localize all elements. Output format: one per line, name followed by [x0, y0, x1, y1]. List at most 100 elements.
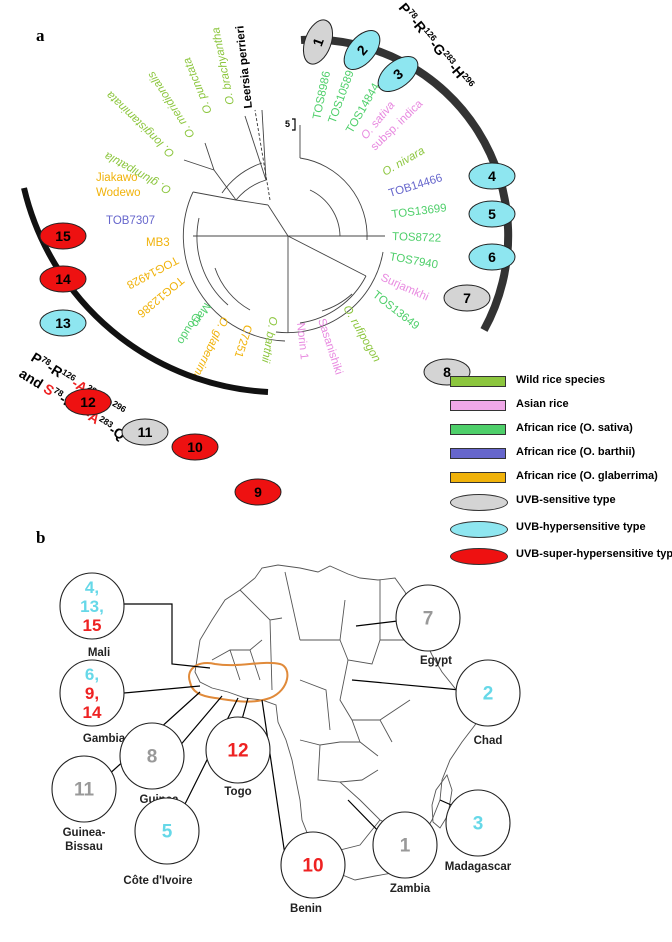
uvb-oval-number: 8	[443, 364, 451, 380]
leaf-label: TOS7940	[388, 251, 438, 271]
map-circles: 4,13,15Mali6,9,14Gambia11Guinea-Bissau8G…	[51, 572, 521, 915]
uvb-oval: 5	[468, 200, 516, 228]
leersia-dashed-branch	[254, 109, 271, 201]
uvb-oval-number: 11	[138, 424, 153, 440]
scale-bar: 5	[285, 118, 296, 131]
uvb-oval-number: 12	[80, 394, 96, 410]
legend: Wild rice species Asian rice African ric…	[450, 372, 672, 573]
uvb-oval-number: 10	[187, 439, 203, 455]
uvb-oval: 9	[234, 478, 282, 506]
uvb-oval: 11	[121, 418, 169, 446]
legend-swatch	[450, 376, 506, 387]
legend-label: African rice (O. glaberrima)	[516, 470, 658, 482]
legend-label: African rice (O. barthii)	[516, 446, 636, 458]
uvb-oval: 4	[468, 162, 516, 190]
legend-oval	[450, 521, 508, 538]
africa-map	[194, 564, 489, 881]
map-circle-number: 3	[473, 814, 484, 835]
leaf-label: O. brachyantha	[210, 26, 237, 105]
country-label: Gambia	[83, 733, 126, 745]
uvb-oval: 14	[39, 265, 87, 293]
legend-item: UVB-super-hypersensitive type	[450, 546, 672, 573]
legend-item: Asian rice	[450, 396, 672, 420]
uvb-oval-number: 4	[488, 168, 496, 184]
country-label: Zambia	[390, 883, 431, 895]
map-circle-number: 12	[227, 741, 248, 762]
uvb-oval-number: 9	[254, 484, 262, 500]
map-circle-number: 4,	[85, 578, 99, 597]
leaf-label: TOB7307	[106, 215, 155, 227]
legend-item: Wild rice species	[450, 372, 672, 396]
uvb-oval: 6	[468, 243, 516, 271]
map-circle-number: 15	[83, 616, 102, 635]
leaf-label: Sasanishiki	[315, 317, 344, 376]
uvb-oval-number: 7	[463, 290, 471, 306]
uvb-oval-number: 5	[488, 206, 496, 222]
legend-item: UVB-sensitive type	[450, 492, 672, 519]
leaf-label: O. nivara	[381, 145, 427, 179]
leaf-label: TOS8722	[392, 231, 441, 245]
uvb-oval: 3	[377, 56, 419, 92]
country-label: Mali	[88, 647, 110, 659]
leaf-label: C7251	[232, 323, 254, 359]
uvb-oval: 10	[171, 433, 219, 461]
legend-swatch	[450, 448, 506, 459]
map-circle-number: 5	[162, 822, 173, 843]
map-circle-number: 1	[400, 836, 411, 857]
west-africa-highlight	[188, 661, 289, 703]
country-label: Madagascar	[445, 861, 512, 873]
legend-label: UVB-sensitive type	[516, 494, 616, 506]
legend-label: Asian rice	[516, 398, 569, 410]
uvb-oval-number: 15	[55, 228, 71, 244]
legend-swatch	[450, 400, 506, 411]
map-circle-number: 6,	[85, 665, 99, 684]
uvb-oval: 12	[64, 388, 112, 416]
legend-item: African rice (O. glaberrima)	[450, 468, 672, 492]
country-label: Guinea-	[63, 827, 106, 839]
map-circle-number: 9,	[85, 684, 99, 703]
panel-label-a: a	[36, 26, 45, 45]
leaf-label: O. barthii	[259, 315, 279, 363]
leaf-label: O. punctata	[181, 56, 214, 116]
map-circle-number: 14	[83, 703, 102, 722]
legend-label: UVB-hypersensitive type	[516, 521, 646, 533]
leaf-label: TOB14466	[387, 172, 444, 200]
legend-label: African rice (O. sativa)	[516, 422, 633, 434]
panel-label-b: b	[36, 528, 46, 547]
map-circle: 8Guinea	[119, 722, 185, 806]
legend-oval	[450, 548, 508, 565]
uvb-oval: 15	[39, 222, 87, 250]
leaf-label: Norin 1	[294, 322, 310, 360]
legend-label: Wild rice species	[516, 374, 606, 386]
scale-bar-label: 5	[285, 119, 290, 129]
country-label: Bissau	[65, 841, 103, 853]
uvb-oval-number: 6	[488, 249, 496, 265]
leaf-label: TOS13699	[391, 202, 447, 221]
uvb-oval: 2	[343, 29, 381, 71]
country-label: Chad	[474, 735, 503, 747]
group-arc-pr-aq	[21, 187, 269, 395]
leaf-label: O. rufipogon	[340, 304, 382, 365]
legend-swatch	[450, 424, 506, 435]
legend-swatch	[450, 472, 506, 483]
madagascar-outline	[431, 774, 453, 829]
map-circle-number: 8	[147, 747, 158, 768]
leaf-label: Leersia perrieri	[234, 25, 255, 109]
legend-item: African rice (O. barthii)	[450, 444, 672, 468]
map-circle-number: 13,	[80, 597, 104, 616]
country-label: Benin	[290, 903, 322, 915]
uvb-oval-number: 14	[55, 271, 71, 287]
leaf-label: Wodewo	[96, 187, 141, 199]
leaf-label: Jiakawo	[96, 172, 138, 184]
map-circle-number: 7	[423, 609, 434, 630]
country-label: Egypt	[420, 655, 452, 667]
